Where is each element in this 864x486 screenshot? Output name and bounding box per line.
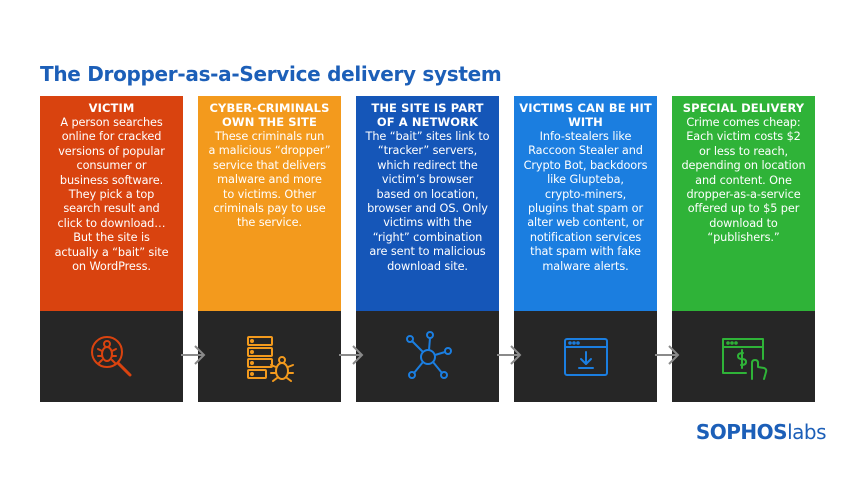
download-window-icon bbox=[563, 337, 608, 376]
card-cyber-criminals: CYBER-CRIMINALS OWN THE SITE These crimi… bbox=[198, 96, 341, 402]
card-heading: CYBER-CRIMINALS OWN THE SITE bbox=[209, 101, 330, 129]
card-body: These criminals run a malicious “dropper… bbox=[208, 130, 331, 230]
card-heading: VICTIM bbox=[88, 101, 135, 115]
card-victims-hit: VICTIMS CAN BE HIT WITH Info-stealers li… bbox=[514, 96, 657, 402]
server-bug-icon bbox=[246, 335, 294, 382]
card-victim: VICTIM A person searches online for crac… bbox=[40, 96, 183, 402]
card-heading: SPECIAL DELIVERY bbox=[682, 101, 805, 115]
flow-arrow-icon bbox=[497, 345, 522, 365]
flow-arrow-icon bbox=[339, 345, 364, 365]
card-icon-panel bbox=[514, 311, 657, 402]
card-victim-text: VICTIM A person searches online for crac… bbox=[40, 96, 183, 311]
flow-arrow-icon bbox=[655, 345, 680, 365]
card-body: Info-stealers like Raccoon Stealer and C… bbox=[523, 130, 648, 273]
bug-magnifier-icon bbox=[90, 335, 131, 376]
logo-part-sophos: SOPHOS bbox=[695, 420, 788, 444]
card-heading: VICTIMS CAN BE HIT WITH bbox=[519, 101, 652, 129]
card-heading: THE SITE IS PART OF A NETWORK bbox=[371, 101, 484, 129]
page-title: The Dropper-as-a-Service delivery system bbox=[40, 62, 502, 86]
card-criminals-text: CYBER-CRIMINALS OWN THE SITE These crimi… bbox=[198, 96, 341, 311]
network-hub-icon bbox=[405, 330, 452, 379]
card-network-text: THE SITE IS PART OF A NETWORK The “bait”… bbox=[356, 96, 499, 311]
flow-arrow-icon bbox=[181, 345, 206, 365]
card-victims-text: VICTIMS CAN BE HIT WITH Info-stealers li… bbox=[514, 96, 657, 311]
card-icon-panel bbox=[198, 311, 341, 402]
dollar-click-window-icon bbox=[721, 337, 767, 380]
card-icon-panel bbox=[356, 311, 499, 402]
card-icon-panel bbox=[672, 311, 815, 402]
card-network: THE SITE IS PART OF A NETWORK The “bait”… bbox=[356, 96, 499, 402]
delivery-flow: VICTIM A person searches online for crac… bbox=[40, 96, 828, 402]
card-icon-panel bbox=[40, 311, 183, 402]
card-special-delivery: SPECIAL DELIVERY Crime comes cheap: Each… bbox=[672, 96, 815, 402]
logo-part-labs: labs bbox=[787, 420, 826, 444]
card-body: A person searches online for cracked ver… bbox=[54, 116, 169, 274]
card-delivery-text: SPECIAL DELIVERY Crime comes cheap: Each… bbox=[672, 96, 815, 311]
card-body: Crime comes cheap: Each victim costs $2 … bbox=[681, 116, 806, 245]
sophoslabs-logo: SOPHOSlabs bbox=[695, 420, 827, 444]
card-body: The “bait” sites link to “tracker” serve… bbox=[365, 130, 490, 273]
